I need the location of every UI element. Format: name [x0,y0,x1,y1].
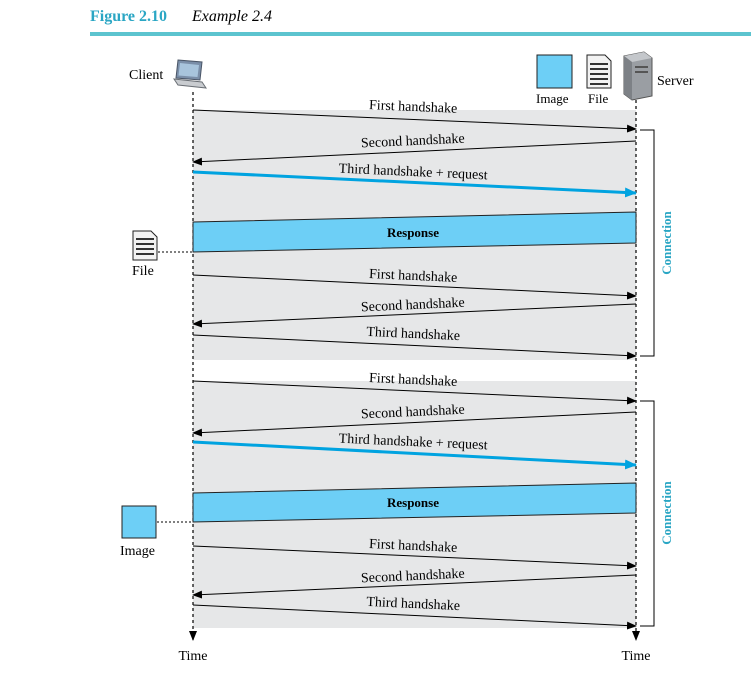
message-arrow [192,545,637,570]
message-arrow [192,334,637,360]
message-arrow [192,604,637,630]
message-label: Third handshake [366,595,460,614]
server-icon [623,51,653,101]
message-label: Second handshake [361,132,465,152]
request-arrow [192,170,637,198]
message-label: Third handshake [366,325,460,344]
message-label: First handshake [369,267,458,286]
image-legend-label: Image [536,91,569,106]
message-arrow [192,140,637,166]
laptop-icon [172,59,208,89]
message-arrow [192,274,637,300]
request-arrow [192,440,637,470]
message-label: Second handshake [361,403,465,423]
message-arrow [192,574,637,599]
file-received-label: File [132,264,154,279]
connection-label: Connection [659,210,674,274]
message-label: First handshake [369,98,458,117]
message-arrow [192,380,637,405]
message-label: Second handshake [361,296,465,316]
response-band [192,211,637,253]
message-arrow [192,303,637,328]
file-icon [586,54,612,89]
client-label: Client [129,68,163,83]
figure-number: Figure 2.10 [90,8,168,25]
response-label: Response [387,225,439,240]
time-label-server: Time [621,649,650,664]
figure-title: Example 2.4 [192,8,272,25]
connection-label: Connection [659,480,674,544]
image-icon [121,505,157,539]
response-label: Response [387,495,439,510]
message-label: First handshake [369,537,458,556]
message-label: Third handshake + request [338,162,488,184]
image-received-label: Image [120,544,155,559]
message-arrow [192,411,637,437]
message-label: Third handshake + request [338,432,488,454]
connection-bracket [640,400,655,627]
file-legend-label: File [588,91,608,106]
message-label: Second handshake [361,567,465,587]
message-label: First handshake [369,371,458,390]
figure-header: Figure 2.10 Example 2.4 [90,4,751,36]
file-icon [132,230,158,261]
message-arrow [192,109,637,133]
header-rule [90,32,751,36]
server-label: Server [657,74,694,89]
time-label-client: Time [178,649,207,664]
response-band [192,482,637,523]
image-icon [536,54,573,89]
connection-bracket [640,129,655,357]
